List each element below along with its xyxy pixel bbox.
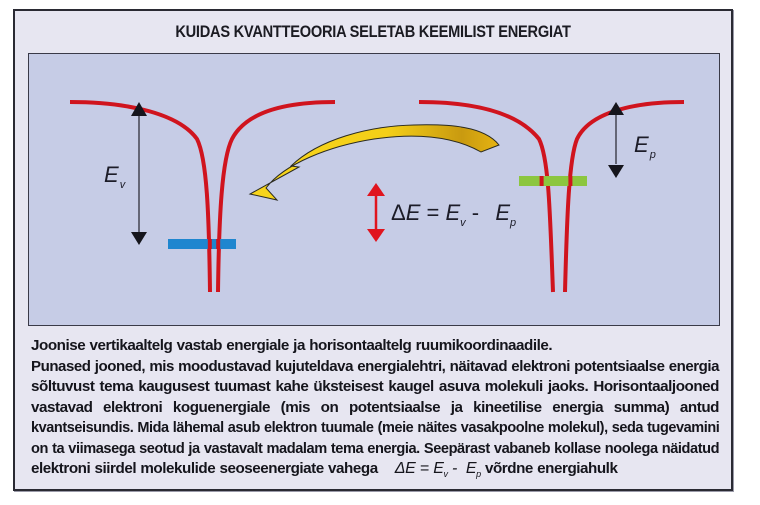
- figure-caption: Joonise vertikaaltelg vastab energiale j…: [31, 336, 720, 485]
- figure-frame: KUIDAS KVANTTEOORIA SELETAB KEEMILIST EN…: [13, 9, 733, 491]
- delta-e-equation: ΔE = Ev - Ep: [391, 200, 516, 229]
- figure-title: KUIDAS KVANTTEOORIA SELETAB KEEMILIST EN…: [175, 22, 571, 41]
- caption-last-suffix: võrdne energiahulk: [484, 460, 618, 477]
- caption-line: vastavad elektroni koguenergiale (mis on…: [31, 398, 719, 416]
- ev-double-arrow: [131, 102, 147, 245]
- right-energy-level: [519, 176, 587, 186]
- ep-double-arrow: [608, 102, 624, 178]
- inline-equation: ΔE = Ev - Ep: [394, 460, 481, 479]
- caption-line-last: elektroni siirdel molekulide seoseenergi…: [31, 459, 719, 485]
- left-energy-level: [168, 239, 236, 249]
- ep-label: Ep: [634, 132, 656, 161]
- caption-last-prefix: elektroni siirdel molekulide seoseenergi…: [31, 460, 378, 477]
- ev-label: Ev: [104, 162, 127, 191]
- caption-line: Punased jooned, mis moodustavad kujuteld…: [31, 357, 720, 375]
- caption-line: sõltuvust tema kaugusest tuumast kahe ük…: [31, 378, 719, 395]
- caption-line: Joonise vertikaaltelg vastab energiale j…: [31, 337, 553, 354]
- delta-e-double-arrow: [367, 183, 385, 242]
- right-potential-well: [418, 100, 685, 293]
- caption-line: on ta viimasega seotud ja vastavalt mada…: [31, 439, 720, 457]
- left-potential-well: [69, 100, 336, 293]
- transition-arrow: [248, 124, 500, 201]
- caption-line: kvantseisundis. Mida lähemal asub elektr…: [31, 419, 720, 436]
- energy-diagram: Ev Ep: [28, 53, 720, 326]
